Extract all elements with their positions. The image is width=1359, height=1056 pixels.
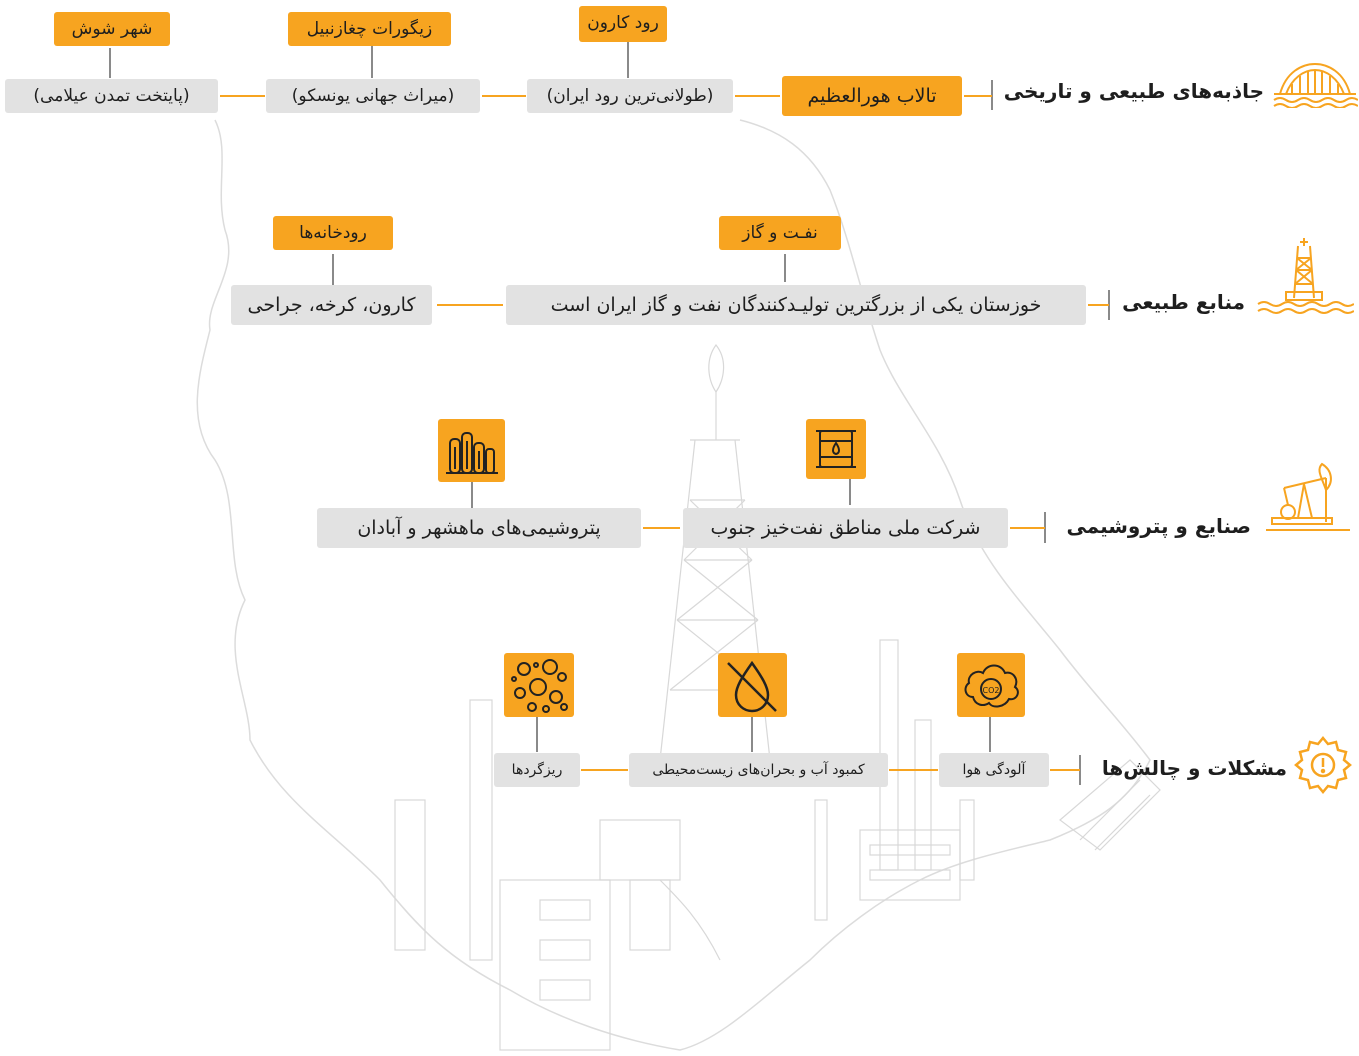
tourism-item-chogha-zanbil-desc: (میراث جهانی یونسکو) (266, 79, 480, 113)
category-label: صنایع و پتروشیمی (1066, 514, 1251, 538)
industry-item-petrochemicals: پتروشیمی‌های ماهشهر و آبادان (317, 508, 641, 548)
pumpjack-icon (1266, 462, 1350, 531)
challenge-item-air-pollution: آلودگی هوا (939, 753, 1049, 787)
dust-particles-icon (504, 653, 574, 717)
svg-text:CO2: CO2 (983, 686, 1000, 695)
challenge-item-water-crisis: کمبود آب و بحران‌های زیست‌محیطی (629, 753, 888, 787)
tourism-item-karun-desc: (طولانی‌ترین رود ایران) (527, 79, 733, 113)
resources-item-oil-gas-desc: خوزستان یکی از بزرگترین تولیـدکنندگان نف… (506, 285, 1086, 325)
oil-rig-icon (1257, 238, 1354, 314)
tourism-item-chogha-zanbil-title: زیگورات چغازنبیل (288, 12, 451, 46)
resources-item-oil-gas-title: نفـت و گاز (719, 216, 841, 250)
category-label: منابع طبیعی (1122, 290, 1245, 314)
tourism-item-shush-title: شهر شوش (54, 12, 170, 46)
tourism-item-hour-al-azim: تالاب هورالعظیم (782, 76, 962, 116)
resources-item-rivers-desc: کارون، کرخه، جراحی (231, 285, 432, 325)
category-label: جاذبه‌های طبیعی و تاریخی (1003, 79, 1264, 103)
oil-barrel-icon (806, 419, 866, 479)
warning-gear-icon (1294, 736, 1352, 794)
water-drop-crossed-icon (718, 653, 787, 717)
co2-cloud-icon: CO2 (957, 653, 1025, 717)
petrochemical-plant-icon (438, 419, 505, 482)
bridge-icon (1273, 62, 1358, 108)
industry-item-nisoc: شرکت ملی مناطق نفت‌خیز جنوب (683, 508, 1008, 548)
tourism-item-karun-title: رود کارون (579, 6, 667, 42)
challenge-item-dust: ریزگردها (494, 753, 580, 787)
resources-item-rivers-title: رودخانه‌ها (273, 216, 393, 250)
tourism-item-shush-desc: (پایتخت تمدن عیلامی) (5, 79, 218, 113)
category-label: مشکلات و چالش‌ها (1101, 756, 1287, 780)
